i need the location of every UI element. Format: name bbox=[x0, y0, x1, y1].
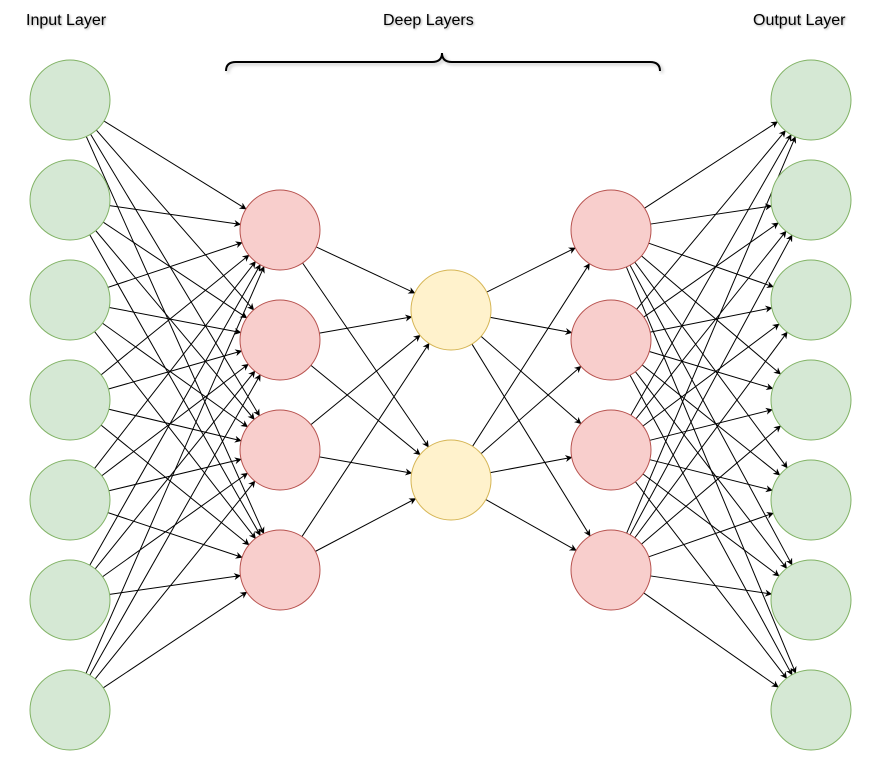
edge-l0-n6-to-n3 bbox=[103, 591, 248, 689]
edge-l1-n2-to-n1 bbox=[319, 456, 413, 476]
output-node-4-3 bbox=[770, 259, 852, 341]
edge-l3-n0-to-n1 bbox=[650, 203, 773, 225]
output-node-4-5 bbox=[770, 459, 852, 541]
edge-l3-n2-to-n1 bbox=[635, 230, 787, 420]
edge-l3-n1-to-n0 bbox=[636, 130, 786, 310]
edge-l1-n3-to-n1 bbox=[315, 498, 417, 552]
output-layer-label: Output Layer bbox=[753, 12, 846, 29]
output-node-4-6 bbox=[770, 559, 852, 641]
input-node-0-2 bbox=[29, 159, 111, 241]
edge-l3-n1-to-n4 bbox=[641, 364, 781, 476]
edge-l3-n1-to-n5 bbox=[634, 371, 788, 569]
edge-l0-n3-to-n0 bbox=[100, 254, 250, 376]
edge-l3-n3-to-n1 bbox=[629, 234, 793, 536]
edge-l0-n3-to-n2 bbox=[108, 408, 242, 443]
edge-l0-n1-to-n2 bbox=[95, 230, 255, 420]
edge-l0-n5-to-n0 bbox=[89, 264, 261, 566]
edge-l3-n2-to-n4 bbox=[649, 459, 773, 493]
bottleneck-node-2-1 bbox=[410, 269, 492, 351]
edge-l0-n2-to-n0 bbox=[107, 241, 243, 288]
edge-l0-n1-to-n1 bbox=[103, 221, 248, 319]
edge-l2-n0-to-n1 bbox=[490, 316, 573, 335]
edge-l2-n1-to-n2 bbox=[490, 455, 573, 474]
edge-l0-n2-to-n3 bbox=[94, 331, 256, 539]
edge-l3-n2-to-n2 bbox=[642, 323, 780, 427]
edge-l3-n2-to-n0 bbox=[630, 134, 792, 416]
edge-l2-n1-to-n1 bbox=[480, 365, 582, 455]
edge-l3-n3-to-n3 bbox=[641, 425, 782, 545]
edge-l0-n3-to-n1 bbox=[108, 349, 243, 390]
hidden-node-1-3 bbox=[239, 409, 321, 491]
hidden-node-1-1 bbox=[239, 189, 321, 271]
deep-layers-brace bbox=[225, 52, 661, 72]
edge-l3-n0-to-n5 bbox=[629, 264, 793, 566]
edge-l3-n1-to-n3 bbox=[649, 351, 774, 391]
edge-l2-n1-to-n0 bbox=[472, 263, 590, 447]
input-node-0-7 bbox=[29, 669, 111, 751]
output-node-4-2 bbox=[770, 159, 852, 241]
edge-l0-n0-to-n2 bbox=[90, 134, 260, 417]
edge-l3-n2-to-n3 bbox=[649, 407, 773, 441]
edge-l3-n0-to-n4 bbox=[634, 261, 788, 469]
edge-l3-n2-to-n6 bbox=[634, 481, 788, 679]
edge-l1-n1-to-n1 bbox=[310, 364, 421, 456]
edge-l2-n0-to-n2 bbox=[480, 335, 582, 425]
input-node-0-4 bbox=[29, 359, 111, 441]
output-node-4-1 bbox=[770, 59, 852, 141]
connection-edges bbox=[85, 120, 797, 689]
edge-l2-n0-to-n3 bbox=[471, 343, 591, 537]
hidden-node-1-4 bbox=[239, 529, 321, 611]
input-layer-label: Input Layer bbox=[26, 12, 107, 29]
edge-l3-n1-to-n1 bbox=[643, 222, 779, 318]
edge-l0-n1-to-n3 bbox=[89, 234, 261, 536]
edge-l0-n4-to-n0 bbox=[94, 261, 256, 469]
input-node-0-1 bbox=[29, 59, 111, 141]
edge-l1-n3-to-n0 bbox=[301, 342, 430, 537]
edge-l3-n3-to-n2 bbox=[634, 331, 788, 539]
edge-l1-n0-to-n1 bbox=[302, 262, 429, 448]
edge-l0-n6-to-n0 bbox=[85, 266, 265, 674]
edge-l3-n3-to-n0 bbox=[626, 136, 797, 534]
edge-l1-n1-to-n0 bbox=[319, 314, 413, 334]
hidden-node-3-3 bbox=[570, 409, 652, 491]
edge-l0-n0-to-n0 bbox=[103, 120, 247, 210]
output-node-4-4 bbox=[770, 359, 852, 441]
edge-l0-n4-to-n2 bbox=[108, 457, 242, 492]
edge-l3-n2-to-n5 bbox=[642, 473, 780, 577]
edge-l0-n4-to-n3 bbox=[107, 512, 243, 559]
edge-l0-n6-to-n1 bbox=[89, 374, 261, 676]
output-node-4-7 bbox=[770, 669, 852, 751]
edge-l3-n0-to-n2 bbox=[648, 242, 774, 289]
edge-l3-n3-to-n5 bbox=[650, 575, 773, 597]
hidden-node-3-4 bbox=[570, 529, 652, 611]
edge-l3-n3-to-n6 bbox=[643, 592, 779, 688]
hidden-node-3-1 bbox=[570, 189, 652, 271]
edge-l0-n0-to-n1 bbox=[95, 129, 255, 311]
edge-l2-n1-to-n3 bbox=[485, 499, 577, 551]
edge-l0-n2-to-n2 bbox=[102, 322, 249, 428]
edge-l0-n2-to-n1 bbox=[109, 306, 242, 335]
edge-l0-n4-to-n1 bbox=[101, 363, 249, 477]
edge-l3-n0-to-n3 bbox=[641, 255, 782, 375]
input-node-0-6 bbox=[29, 559, 111, 641]
edge-l1-n0-to-n0 bbox=[316, 246, 416, 294]
hidden-node-3-2 bbox=[570, 299, 652, 381]
edge-l0-n3-to-n3 bbox=[100, 424, 250, 546]
edge-l0-n1-to-n0 bbox=[109, 205, 242, 227]
input-node-0-5 bbox=[29, 459, 111, 541]
edge-l0-n6-to-n2 bbox=[94, 480, 256, 680]
edge-l0-n5-to-n3 bbox=[109, 573, 242, 595]
hidden-node-1-2 bbox=[239, 299, 321, 381]
edge-l3-n0-to-n0 bbox=[644, 121, 779, 209]
deep-layers-label: Deep Layers bbox=[383, 12, 474, 29]
edge-l2-n0-to-n0 bbox=[486, 247, 576, 293]
edge-l0-n0-to-n3 bbox=[85, 136, 265, 535]
input-node-0-3 bbox=[29, 259, 111, 341]
edge-l3-n1-to-n2 bbox=[650, 305, 773, 333]
edge-l1-n2-to-n0 bbox=[310, 334, 421, 426]
neuron-nodes bbox=[29, 59, 852, 751]
edge-l3-n3-to-n4 bbox=[648, 511, 774, 558]
bottleneck-node-2-2 bbox=[410, 439, 492, 521]
